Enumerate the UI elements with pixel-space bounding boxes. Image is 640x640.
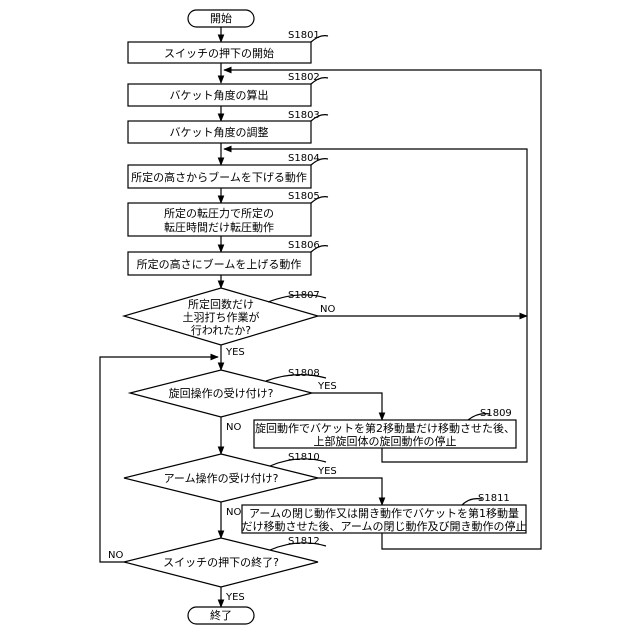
step-id-s1801: S1801 <box>288 30 320 41</box>
decision-text-s1810: アーム操作の受け付け? <box>164 471 279 485</box>
decision-text-s1807-line2: 土羽打ち作業が <box>183 310 260 324</box>
step-id-s1802: S1802 <box>288 72 320 83</box>
step-id-s1805: S1805 <box>288 191 320 202</box>
process-text-s1811-line2: だけ移動させた後、アームの閉じ動作及び開き動作の停止 <box>241 519 526 533</box>
process-text-s1804: 所定の高さからブームを下げる動作 <box>131 170 307 184</box>
step-id-s1803: S1803 <box>288 110 320 121</box>
no-label: NO <box>320 304 335 315</box>
step-id-s1808: S1808 <box>288 368 320 379</box>
decision-text-s1812: スイッチの押下の終了? <box>163 555 279 569</box>
no-label: NO <box>226 507 241 518</box>
yes-label: YES <box>317 381 337 392</box>
process-text-s1805-line2: 転圧時間だけ転圧動作 <box>164 220 274 234</box>
yes-label: YES <box>225 592 245 603</box>
decision-text-s1808: 旋回操作の受け付け? <box>169 386 274 400</box>
yes-branch-line <box>312 393 382 420</box>
step-id-s1811: S1811 <box>478 493 510 504</box>
start-label: 開始 <box>210 11 232 25</box>
decision-text-s1807-line3: 行われたか? <box>191 324 251 337</box>
process-text-s1802: バケット角度の算出 <box>170 88 269 102</box>
yes-label: YES <box>317 466 337 477</box>
decision-text-s1807-line1: 所定回数だけ <box>188 297 254 311</box>
process-text-s1809-line2: 上部旋回体の旋回動作の停止 <box>314 434 457 448</box>
process-text-s1805-line1: 所定の転圧力で所定の <box>164 206 274 220</box>
no-label: NO <box>226 422 241 433</box>
yes-branch-line <box>318 478 382 505</box>
process-text-s1806: 所定の高さにブームを上げる動作 <box>137 257 302 271</box>
process-text-s1803: バケット角度の調整 <box>170 125 269 139</box>
step-id-s1804: S1804 <box>288 153 320 164</box>
step-id-s1807: S1807 <box>288 290 320 301</box>
step-id-s1812: S1812 <box>288 536 320 547</box>
step-id-s1810: S1810 <box>288 452 320 463</box>
step-id-s1809: S1809 <box>480 408 512 419</box>
yes-label: YES <box>225 347 245 358</box>
process-text-s1801: スイッチの押下の開始 <box>164 46 274 60</box>
step-id-s1806: S1806 <box>288 240 320 251</box>
no-label: NO <box>108 550 123 561</box>
end-label: 終了 <box>210 608 232 622</box>
process-text-s1811-line1: アームの閉じ動作又は開き動作でバケットを第1移動量 <box>249 506 519 520</box>
process-text-s1809-line1: 旋回動作でバケットを第2移動量だけ移動させた後、 <box>255 421 515 435</box>
